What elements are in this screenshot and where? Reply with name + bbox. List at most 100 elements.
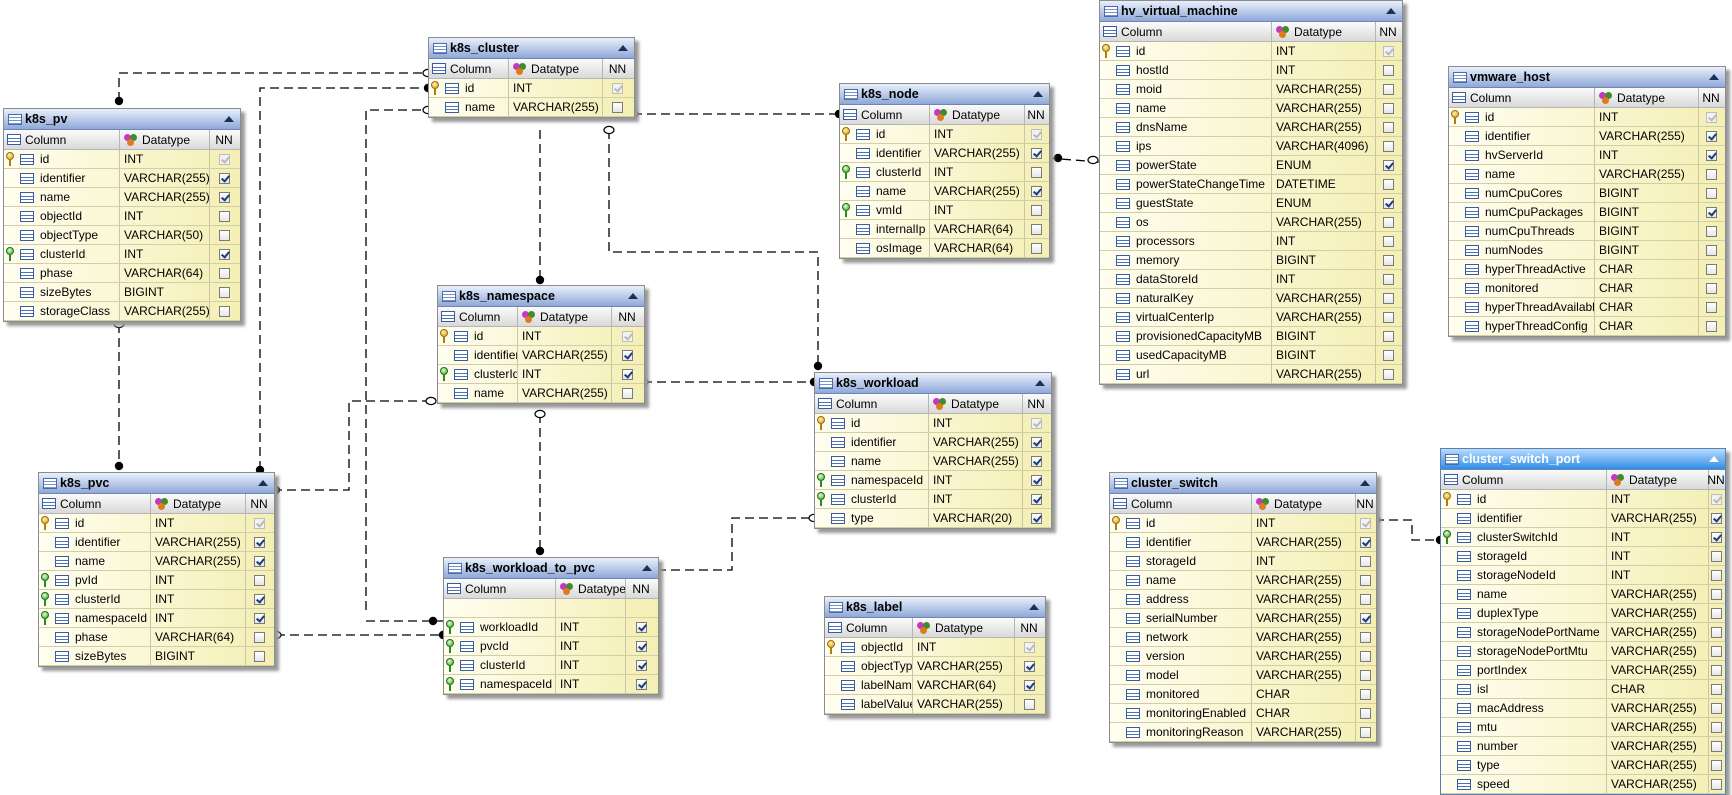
relationship-line[interactable] xyxy=(1375,519,1440,541)
not-null-checkbox[interactable] xyxy=(1705,206,1717,218)
not-null-checkbox[interactable] xyxy=(1030,128,1042,140)
not-null-checkbox[interactable] xyxy=(1030,417,1042,429)
collapse-icon[interactable] xyxy=(1359,477,1371,489)
not-null-checkbox[interactable] xyxy=(253,650,265,662)
not-null-checkbox[interactable] xyxy=(1030,204,1042,216)
not-null-checkbox[interactable] xyxy=(1359,536,1371,548)
not-null-checkbox[interactable] xyxy=(1705,282,1717,294)
not-null-checkbox[interactable] xyxy=(1030,242,1042,254)
not-null-checkbox[interactable] xyxy=(1382,102,1394,114)
table-title-bar[interactable]: k8s_label xyxy=(825,597,1045,618)
not-null-checkbox[interactable] xyxy=(1382,140,1394,152)
not-null-checkbox[interactable] xyxy=(1359,669,1371,681)
not-null-checkbox[interactable] xyxy=(1023,698,1035,710)
collapse-icon[interactable] xyxy=(1385,5,1397,17)
not-null-checkbox[interactable] xyxy=(1710,740,1722,752)
not-null-checkbox[interactable] xyxy=(1382,159,1394,171)
not-null-checkbox[interactable] xyxy=(1710,626,1722,638)
not-null-checkbox[interactable] xyxy=(1710,531,1722,543)
not-null-checkbox[interactable] xyxy=(1359,593,1371,605)
not-null-checkbox[interactable] xyxy=(253,574,265,586)
not-null-checkbox[interactable] xyxy=(1382,292,1394,304)
not-null-checkbox[interactable] xyxy=(621,368,633,380)
not-null-checkbox[interactable] xyxy=(1710,645,1722,657)
not-null-checkbox[interactable] xyxy=(1382,64,1394,76)
not-null-checkbox[interactable] xyxy=(612,101,623,113)
not-null-checkbox[interactable] xyxy=(1023,679,1035,691)
not-null-checkbox[interactable] xyxy=(253,555,265,567)
collapse-icon[interactable] xyxy=(627,290,639,302)
not-null-checkbox[interactable] xyxy=(635,659,647,671)
not-null-checkbox[interactable] xyxy=(1030,223,1042,235)
collapse-icon[interactable] xyxy=(617,42,629,54)
not-null-checkbox[interactable] xyxy=(621,330,633,342)
not-null-checkbox[interactable] xyxy=(1382,368,1394,380)
not-null-checkbox[interactable] xyxy=(1382,254,1394,266)
not-null-checkbox[interactable] xyxy=(1359,726,1371,738)
not-null-checkbox[interactable] xyxy=(1382,121,1394,133)
not-null-checkbox[interactable] xyxy=(1030,455,1042,467)
table-title-bar[interactable]: k8s_node xyxy=(840,84,1049,105)
table-title-bar[interactable]: cluster_switch_port xyxy=(1441,449,1725,470)
collapse-icon[interactable] xyxy=(1034,377,1046,389)
not-null-checkbox[interactable] xyxy=(1359,707,1371,719)
not-null-checkbox[interactable] xyxy=(1710,569,1722,581)
not-null-checkbox[interactable] xyxy=(1705,225,1717,237)
not-null-checkbox[interactable] xyxy=(1030,474,1042,486)
not-null-checkbox[interactable] xyxy=(1705,187,1717,199)
not-null-checkbox[interactable] xyxy=(1705,320,1717,332)
not-null-checkbox[interactable] xyxy=(1710,607,1722,619)
not-null-checkbox[interactable] xyxy=(253,631,265,643)
not-null-checkbox[interactable] xyxy=(218,210,230,222)
not-null-checkbox[interactable] xyxy=(635,640,647,652)
not-null-checkbox[interactable] xyxy=(1030,147,1042,159)
not-null-checkbox[interactable] xyxy=(1710,588,1722,600)
not-null-checkbox[interactable] xyxy=(1382,197,1394,209)
table-title-bar[interactable]: vmware_host xyxy=(1449,67,1725,88)
not-null-checkbox[interactable] xyxy=(253,612,265,624)
not-null-checkbox[interactable] xyxy=(1705,111,1717,123)
not-null-checkbox[interactable] xyxy=(1382,178,1394,190)
not-null-checkbox[interactable] xyxy=(1382,349,1394,361)
table-title-bar[interactable]: k8s_pv xyxy=(4,109,240,130)
not-null-checkbox[interactable] xyxy=(1359,650,1371,662)
